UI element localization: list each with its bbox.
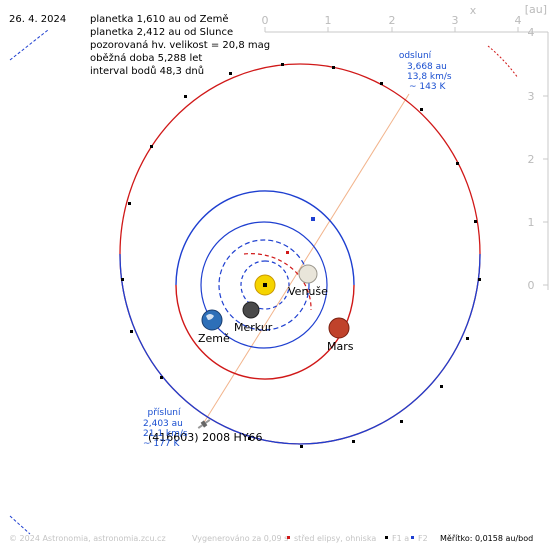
legend-f2-marker bbox=[411, 536, 414, 539]
ellipse-center-marker bbox=[286, 251, 289, 254]
earth-label: Země bbox=[198, 332, 230, 345]
perihelion-speed: 21,1 km/s bbox=[143, 429, 188, 439]
y-tick-2: 2 bbox=[528, 153, 535, 166]
mars-orbit-upper bbox=[175, 190, 355, 286]
asteroid-orbit-upper bbox=[119, 63, 481, 445]
venus-icon bbox=[298, 264, 318, 284]
mercury-label: Merkur bbox=[234, 321, 273, 334]
x-axis-label: x bbox=[470, 4, 477, 17]
y-tick-labels: 4 3 2 1 0 bbox=[528, 26, 535, 292]
mars-icon bbox=[328, 317, 350, 339]
mercury: Merkur bbox=[234, 301, 273, 334]
legend-center-marker bbox=[287, 536, 290, 539]
y-tick-0: 0 bbox=[528, 279, 535, 292]
earth-orbit bbox=[200, 221, 328, 349]
mercury-icon bbox=[242, 301, 260, 319]
footer-legend-center: střed elipsy, ohniska bbox=[294, 534, 376, 543]
y-tick-3: 3 bbox=[528, 90, 535, 103]
venus-orbit bbox=[218, 239, 310, 331]
mars: Mars bbox=[327, 317, 354, 353]
date-label: 26. 4. 2024 bbox=[9, 14, 66, 25]
info-line-period: oběžná doba 5,288 let bbox=[90, 52, 202, 64]
x-tick-3: 3 bbox=[452, 14, 459, 27]
corner-mark-top-left bbox=[9, 29, 49, 61]
legend-f1-marker bbox=[385, 536, 388, 539]
x-tick-4: 4 bbox=[515, 14, 522, 27]
info-line-magnitude: pozorovaná hv. velikost = 20,8 mag bbox=[90, 39, 270, 51]
focus-f2-marker bbox=[311, 217, 315, 221]
info-line-distance-earth: planetka 1,610 au od Země bbox=[90, 13, 229, 25]
y-tick-1: 1 bbox=[528, 216, 535, 229]
aphelion-distance: 3,668 au bbox=[407, 62, 447, 72]
x-tick-labels: 0 1 2 3 4 bbox=[262, 14, 522, 27]
corner-mark-bottom-left bbox=[9, 515, 31, 535]
aphelion-speed: 13,8 km/s bbox=[407, 72, 452, 82]
x-tick-2: 2 bbox=[389, 14, 396, 27]
asteroid-orbit-points bbox=[121, 63, 481, 448]
footer-scale: Měřítko: 0,0158 au/bod bbox=[440, 534, 533, 543]
footer: © 2024 Astronomia, astronomia.zcu.cz Vyg… bbox=[9, 534, 533, 543]
footer-legend-f1: F1 a bbox=[392, 534, 409, 543]
earth: Země bbox=[198, 309, 230, 345]
venus: Venuše bbox=[288, 264, 328, 298]
perihelion-info: přísluní 2,403 au 21,1 km/s ~ 177 K bbox=[143, 408, 188, 449]
asteroid-icon bbox=[197, 419, 211, 429]
x-tick-1: 1 bbox=[325, 14, 332, 27]
aphelion-title: odsluní bbox=[399, 51, 432, 61]
inner-red-arc bbox=[243, 253, 312, 311]
apsides-line bbox=[202, 93, 410, 425]
mercury-orbit bbox=[240, 260, 290, 310]
x-tick-0: 0 bbox=[262, 14, 269, 27]
asteroid-orbit-lower bbox=[119, 253, 481, 445]
axis-unit: [au] bbox=[525, 3, 547, 16]
axes bbox=[264, 27, 549, 290]
footer-copyright: © 2024 Astronomia, astronomia.zcu.cz bbox=[9, 534, 166, 543]
aphelion-temperature: ~ 143 K bbox=[409, 82, 446, 92]
asteroid-label: (416603) 2008 HY66 bbox=[148, 431, 263, 444]
perihelion-temperature: ~ 177 K bbox=[143, 439, 180, 449]
footer-generated: Vygenerováno za 0,09 s bbox=[192, 534, 288, 543]
earth-icon bbox=[201, 309, 223, 331]
venus-label: Venuše bbox=[288, 285, 328, 298]
aphelion-info: odsluní 3,668 au 13,8 km/s ~ 143 K bbox=[399, 51, 452, 92]
sun bbox=[254, 274, 276, 296]
corner-mark-top-right bbox=[487, 45, 519, 79]
perihelion-title: přísluní bbox=[147, 408, 181, 418]
perihelion-distance: 2,403 au bbox=[143, 419, 183, 429]
mars-label: Mars bbox=[327, 340, 354, 353]
footer-legend-f2: F2 bbox=[418, 534, 428, 543]
info-line-interval: interval bodů 48,3 dnů bbox=[90, 65, 204, 77]
asteroid: (416603) 2008 HY66 bbox=[148, 419, 263, 444]
y-tick-4: 4 bbox=[528, 26, 535, 39]
info-line-distance-sun: planetka 2,412 au od Slunce bbox=[90, 27, 233, 38]
